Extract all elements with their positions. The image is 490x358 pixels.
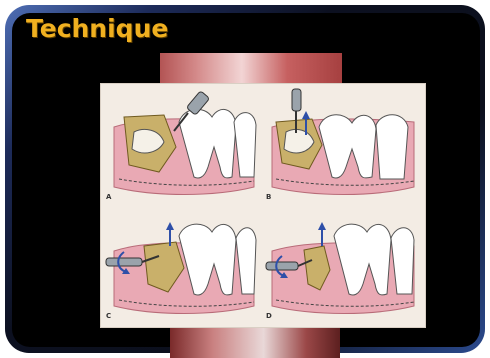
- background-photo-bottom: [170, 326, 340, 358]
- arrow-up-icon: [318, 222, 326, 246]
- panel-label-d: D: [266, 312, 272, 320]
- extraction-diagram: A B: [100, 83, 426, 328]
- diagram-panel-d: D: [264, 206, 422, 324]
- diagram-panel-a: A: [104, 87, 262, 205]
- diagram-panel-c: C: [104, 206, 262, 324]
- slide-title: Technique: [26, 14, 168, 43]
- diagram-panel-b: B: [264, 87, 422, 205]
- panel-label-a: A: [106, 193, 111, 201]
- background-photo-top: [160, 53, 342, 83]
- panel-label-c: C: [106, 312, 111, 320]
- panel-label-b: B: [266, 193, 271, 201]
